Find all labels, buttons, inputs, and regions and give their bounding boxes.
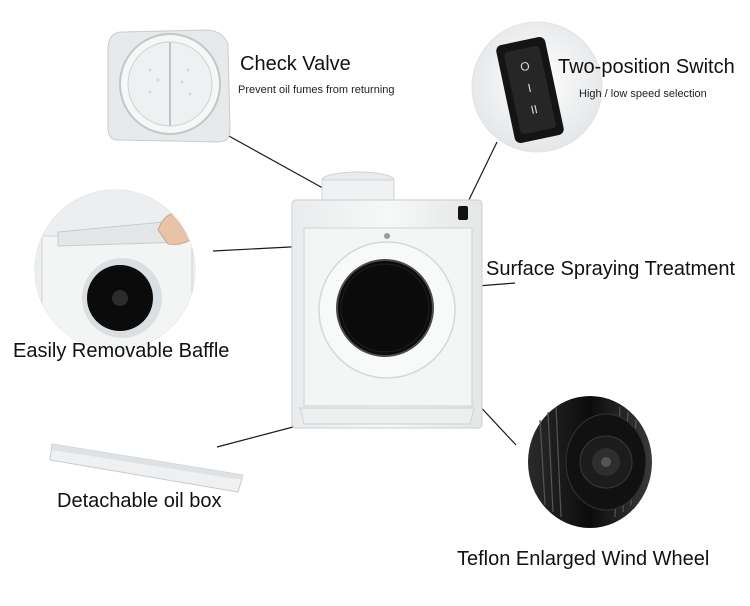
baffle-title: Easily Removable Baffle bbox=[13, 340, 230, 362]
oil-box-title: Detachable oil box bbox=[57, 490, 222, 512]
switch-image: O I II bbox=[471, 21, 603, 153]
wind-wheel-image bbox=[528, 396, 652, 528]
surface-title: Surface Spraying Treatment bbox=[486, 258, 736, 280]
switch-mark-high: II bbox=[529, 102, 538, 117]
wind-wheel-title: Teflon Enlarged Wind Wheel bbox=[457, 548, 710, 570]
leader-switch bbox=[464, 141, 498, 209]
switch-subtitle: High / low speed selection bbox=[579, 88, 707, 100]
switch-title: Two-position Switch bbox=[558, 56, 735, 78]
oil-box-image bbox=[49, 443, 244, 493]
switch-mark-low: I bbox=[526, 81, 532, 95]
baffle-image bbox=[34, 189, 196, 351]
check-valve-subtitle: Prevent oil fumes from returning bbox=[238, 84, 395, 96]
switch-mark-off: O bbox=[519, 59, 531, 75]
range-hood-unit bbox=[291, 171, 483, 429]
check-valve-image bbox=[107, 29, 231, 143]
check-valve-title: Check Valve bbox=[240, 53, 351, 75]
leader-check-valve bbox=[217, 129, 331, 193]
